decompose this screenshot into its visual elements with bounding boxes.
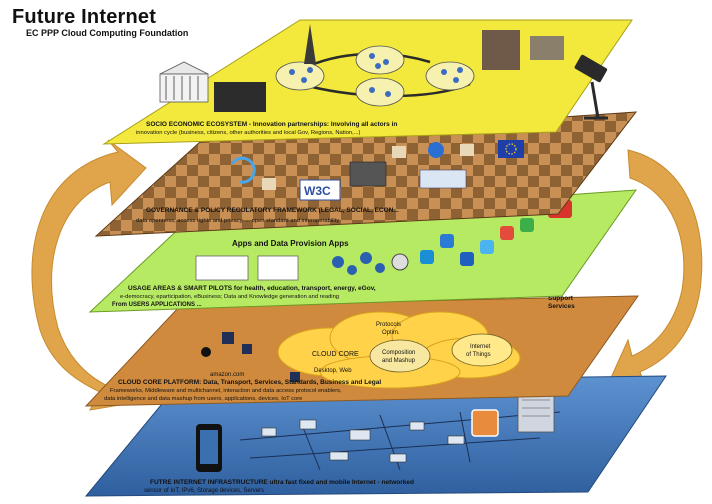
cloud-caption: CLOUD CORE PLATFORM: Data, Transport, Se… bbox=[118, 379, 381, 386]
page-title: Future Internet bbox=[12, 6, 157, 28]
w3c-logo-text: W3C bbox=[304, 184, 331, 198]
web-page-icon bbox=[419, 169, 467, 189]
composition-label: Composition bbox=[382, 350, 415, 356]
governance-caption: GOVERNANCE & POLICY REGULATORY FRAMEWORK… bbox=[146, 207, 399, 214]
apps-caption: USAGE AREAS & SMART PILOTS for health, e… bbox=[128, 285, 376, 292]
globe-icon bbox=[428, 142, 444, 158]
governance-caption-2: data openness, access rights and privacy… bbox=[136, 218, 339, 224]
storage-icon bbox=[471, 409, 499, 437]
parliament-building-icon bbox=[159, 61, 209, 103]
socio-caption-2: innovation cycle (business, citizens, ot… bbox=[136, 130, 361, 136]
eu-flag-icon bbox=[498, 140, 524, 158]
infra-caption-2: sensor of IoT, IPv6, Storage devices, Se… bbox=[144, 488, 264, 494]
people-photo bbox=[214, 82, 266, 112]
page-subtitle: EC PPP Cloud Computing Foundation bbox=[26, 28, 189, 38]
crowd-photo bbox=[482, 30, 520, 70]
cloud-core-label: CLOUD CORE bbox=[312, 351, 359, 358]
camera-icon bbox=[574, 54, 608, 120]
socio-caption: SOCIO ECONOMIC ECOSYSTEM - Innovation pa… bbox=[146, 121, 397, 128]
apps-caption-3: From USERS APPLICATIONS ... bbox=[112, 302, 202, 308]
parliament-photo bbox=[349, 161, 387, 187]
user-profile-icon bbox=[257, 255, 299, 281]
support-label-1: Support bbox=[548, 295, 574, 302]
building-photo bbox=[530, 36, 564, 60]
right-cycle-arrow bbox=[609, 149, 703, 393]
desktop-web-label: Desktop, Web bbox=[314, 368, 352, 374]
document-icon-2 bbox=[392, 146, 406, 158]
iot-label-2: of Things bbox=[466, 352, 491, 358]
optim-label: Optim. bbox=[382, 330, 400, 336]
infra-caption: FUTRE INTERNET INFRASTRUCTURE ultra fast… bbox=[150, 479, 414, 486]
cloud-caption-3: data intelligence and data mashup from u… bbox=[104, 396, 302, 402]
iot-label-1: Internet bbox=[470, 344, 491, 350]
mashup-label: and Mashup bbox=[382, 358, 416, 364]
network-devices-icon bbox=[261, 419, 465, 463]
eiffel-tower-icon bbox=[304, 24, 316, 64]
cycle-icon bbox=[230, 156, 256, 184]
socio-economic-layer: SOCIO ECONOMIC ECOSYSTEM - Innovation pa… bbox=[102, 19, 633, 145]
apps-caption-2: e-democracy, eparticipation, eBusiness; … bbox=[120, 294, 339, 300]
tool-icons bbox=[201, 332, 300, 382]
app-icons bbox=[332, 200, 572, 275]
cloud-platform-layer: CLOUD CORE Desktop, Web Protocols Optim.… bbox=[84, 295, 639, 407]
support-label-2: Services bbox=[548, 303, 575, 310]
ecosystem-network bbox=[275, 45, 475, 107]
document-icon-3 bbox=[262, 178, 276, 190]
right-arrow-shape bbox=[609, 149, 703, 393]
protocols-label: Protocols bbox=[376, 322, 401, 328]
document-icon bbox=[460, 144, 474, 156]
composition-bubble bbox=[369, 339, 431, 373]
amazon-logo: amazon.com bbox=[210, 372, 244, 378]
cloud-caption-2: Frameworks, Middleware and multichannel,… bbox=[110, 388, 342, 394]
governance-layer: W3C GOVERNANCE & POLICY REGULATORY FRAME… bbox=[94, 111, 638, 237]
w3c-logo bbox=[299, 179, 341, 201]
iot-bubble bbox=[451, 333, 513, 367]
people-icon bbox=[195, 255, 249, 281]
apps-heading: Apps and Data Provision Apps bbox=[232, 239, 349, 248]
